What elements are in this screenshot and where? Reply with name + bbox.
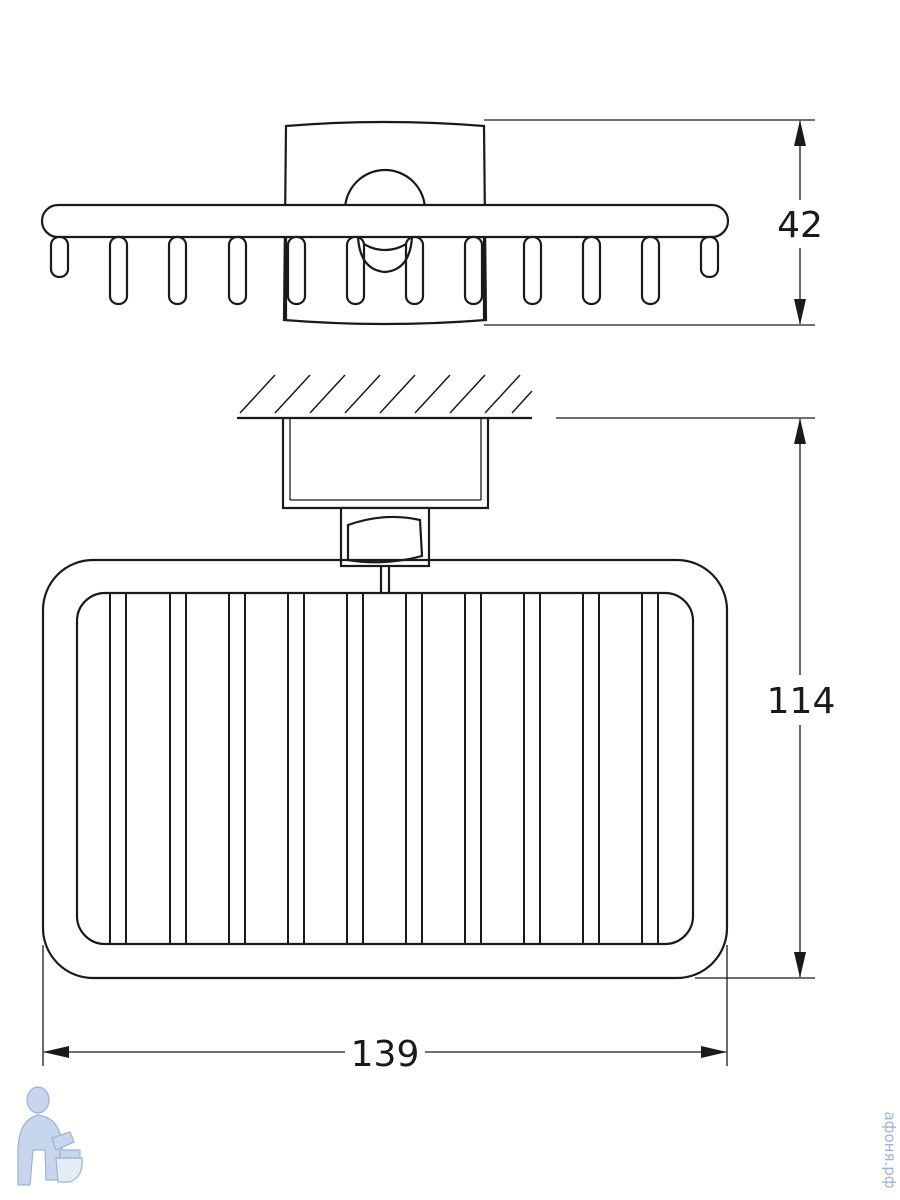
- prong: [522, 235, 543, 306]
- wall-hatching: [237, 374, 533, 420]
- basket-frame-inner: [75, 591, 695, 946]
- basket-bar: [523, 592, 541, 945]
- prong: [640, 235, 661, 306]
- prong: [404, 235, 425, 306]
- basket-bar: [582, 592, 600, 945]
- basket-prongs: [49, 235, 720, 306]
- basket-bar: [169, 592, 187, 945]
- basket-bar: [346, 592, 364, 945]
- prong: [227, 235, 248, 306]
- prong: [167, 235, 188, 306]
- prong: [108, 235, 129, 306]
- front-view: [41, 418, 729, 980]
- basket-bar: [641, 592, 659, 945]
- prong: [699, 235, 720, 279]
- connector-knob: [346, 515, 424, 564]
- basket-bar: [405, 592, 423, 945]
- prong: [49, 235, 70, 279]
- prong: [581, 235, 602, 306]
- prong: [286, 235, 307, 306]
- basket-bar: [109, 592, 127, 945]
- watermark-site: афоня.рф: [881, 1111, 899, 1188]
- basket-frame-outer: [41, 558, 729, 980]
- dimension-height-label: 114: [767, 681, 836, 722]
- basket-bar: [464, 592, 482, 945]
- prong: [345, 235, 366, 306]
- dimension-width-label: 139: [351, 1034, 420, 1075]
- basket-bar: [228, 592, 246, 945]
- wall-mount-cup: [281, 418, 490, 510]
- prong: [463, 235, 484, 306]
- dimension-depth-label: 42: [777, 205, 823, 246]
- basket-bar: [287, 592, 305, 945]
- basket-bars: [109, 592, 659, 945]
- basket-rail-top: [40, 203, 730, 239]
- plumber-logo: [17, 1086, 83, 1186]
- top-view: [40, 120, 730, 326]
